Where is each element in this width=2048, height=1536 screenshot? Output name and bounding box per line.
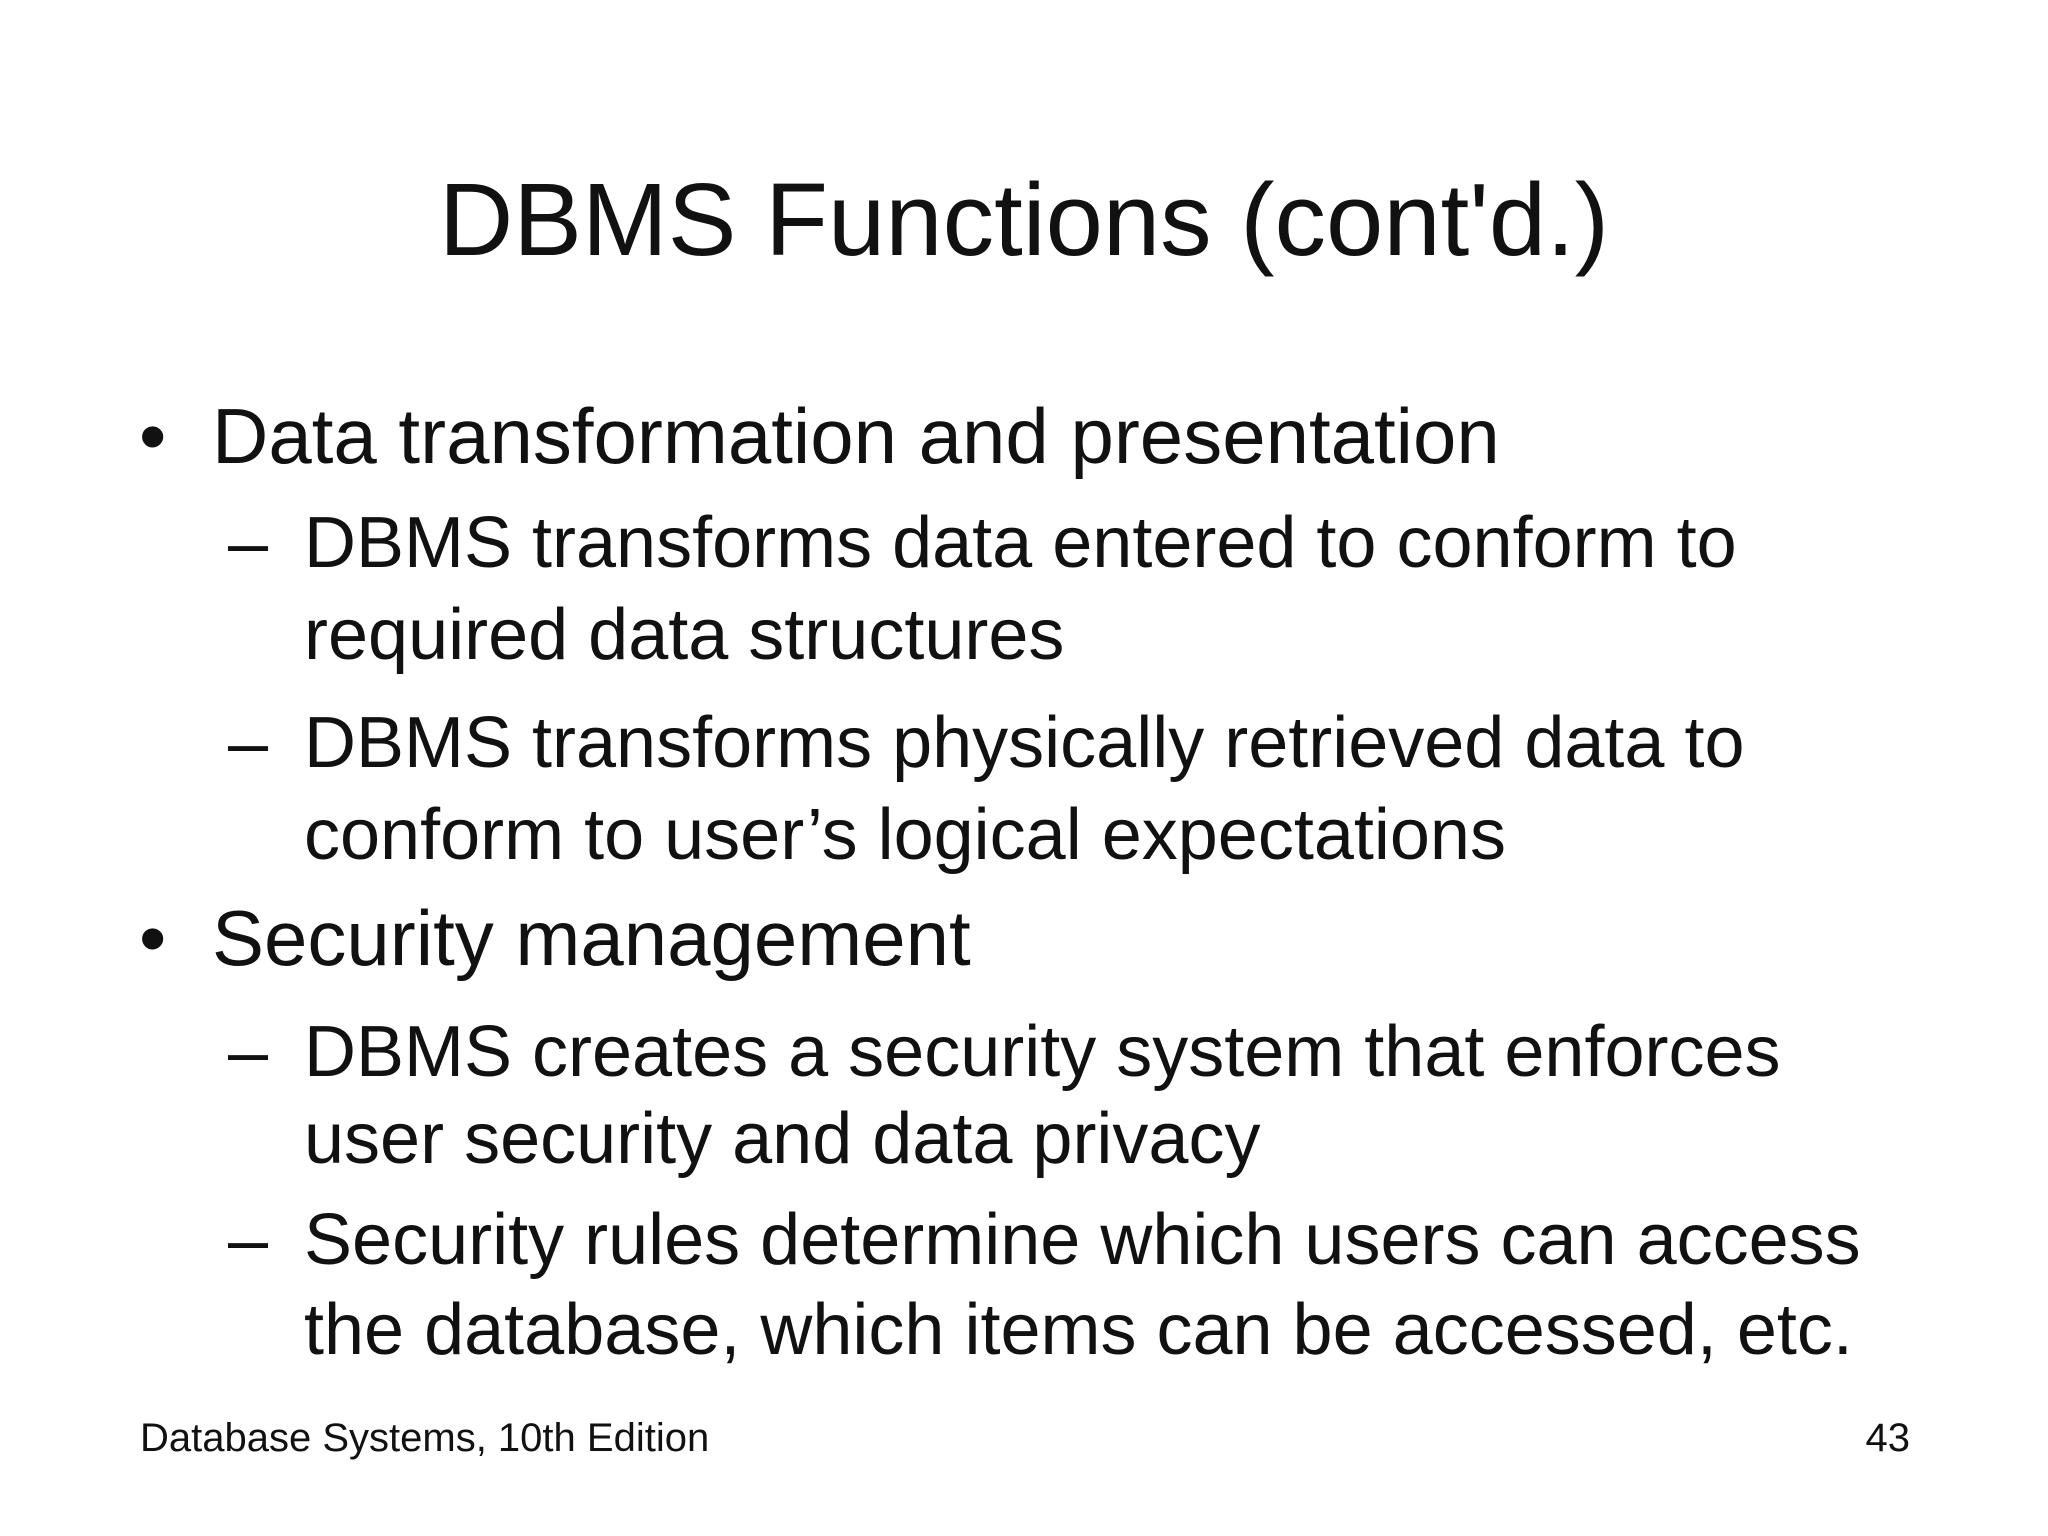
footer-text: Database Systems, 10th Edition <box>140 1416 710 1460</box>
dash-icon: – <box>228 703 269 783</box>
bullet-icon: • <box>139 894 167 982</box>
sub-bullet-line: DBMS creates a security system that enfo… <box>304 1012 1781 1092</box>
sub-bullet-line: required data structures <box>304 595 1065 675</box>
sub-bullet-line: DBMS transforms physically retrieved dat… <box>304 703 1745 783</box>
bullet-icon: • <box>139 392 167 480</box>
dash-icon: – <box>228 503 269 583</box>
sub-bullet-line: DBMS transforms data entered to conform … <box>304 503 1737 583</box>
sub-bullet-line: user security and data privacy <box>304 1099 1261 1179</box>
dash-icon: – <box>228 1012 269 1092</box>
bullet-text-security-management: Security management <box>212 894 971 982</box>
sub-bullet-line: the database, which items can be accesse… <box>304 1290 1853 1370</box>
bullet-text-data-transformation: Data transformation and presentation <box>212 392 1500 480</box>
slide-title: DBMS Functions (cont'd.) <box>438 162 1610 277</box>
dash-icon: – <box>228 1200 269 1280</box>
sub-bullet-line: conform to user’s logical expectations <box>304 795 1506 875</box>
sub-bullet-line: Security rules determine which users can… <box>304 1200 1861 1280</box>
page-number: 43 <box>1865 1416 1911 1460</box>
